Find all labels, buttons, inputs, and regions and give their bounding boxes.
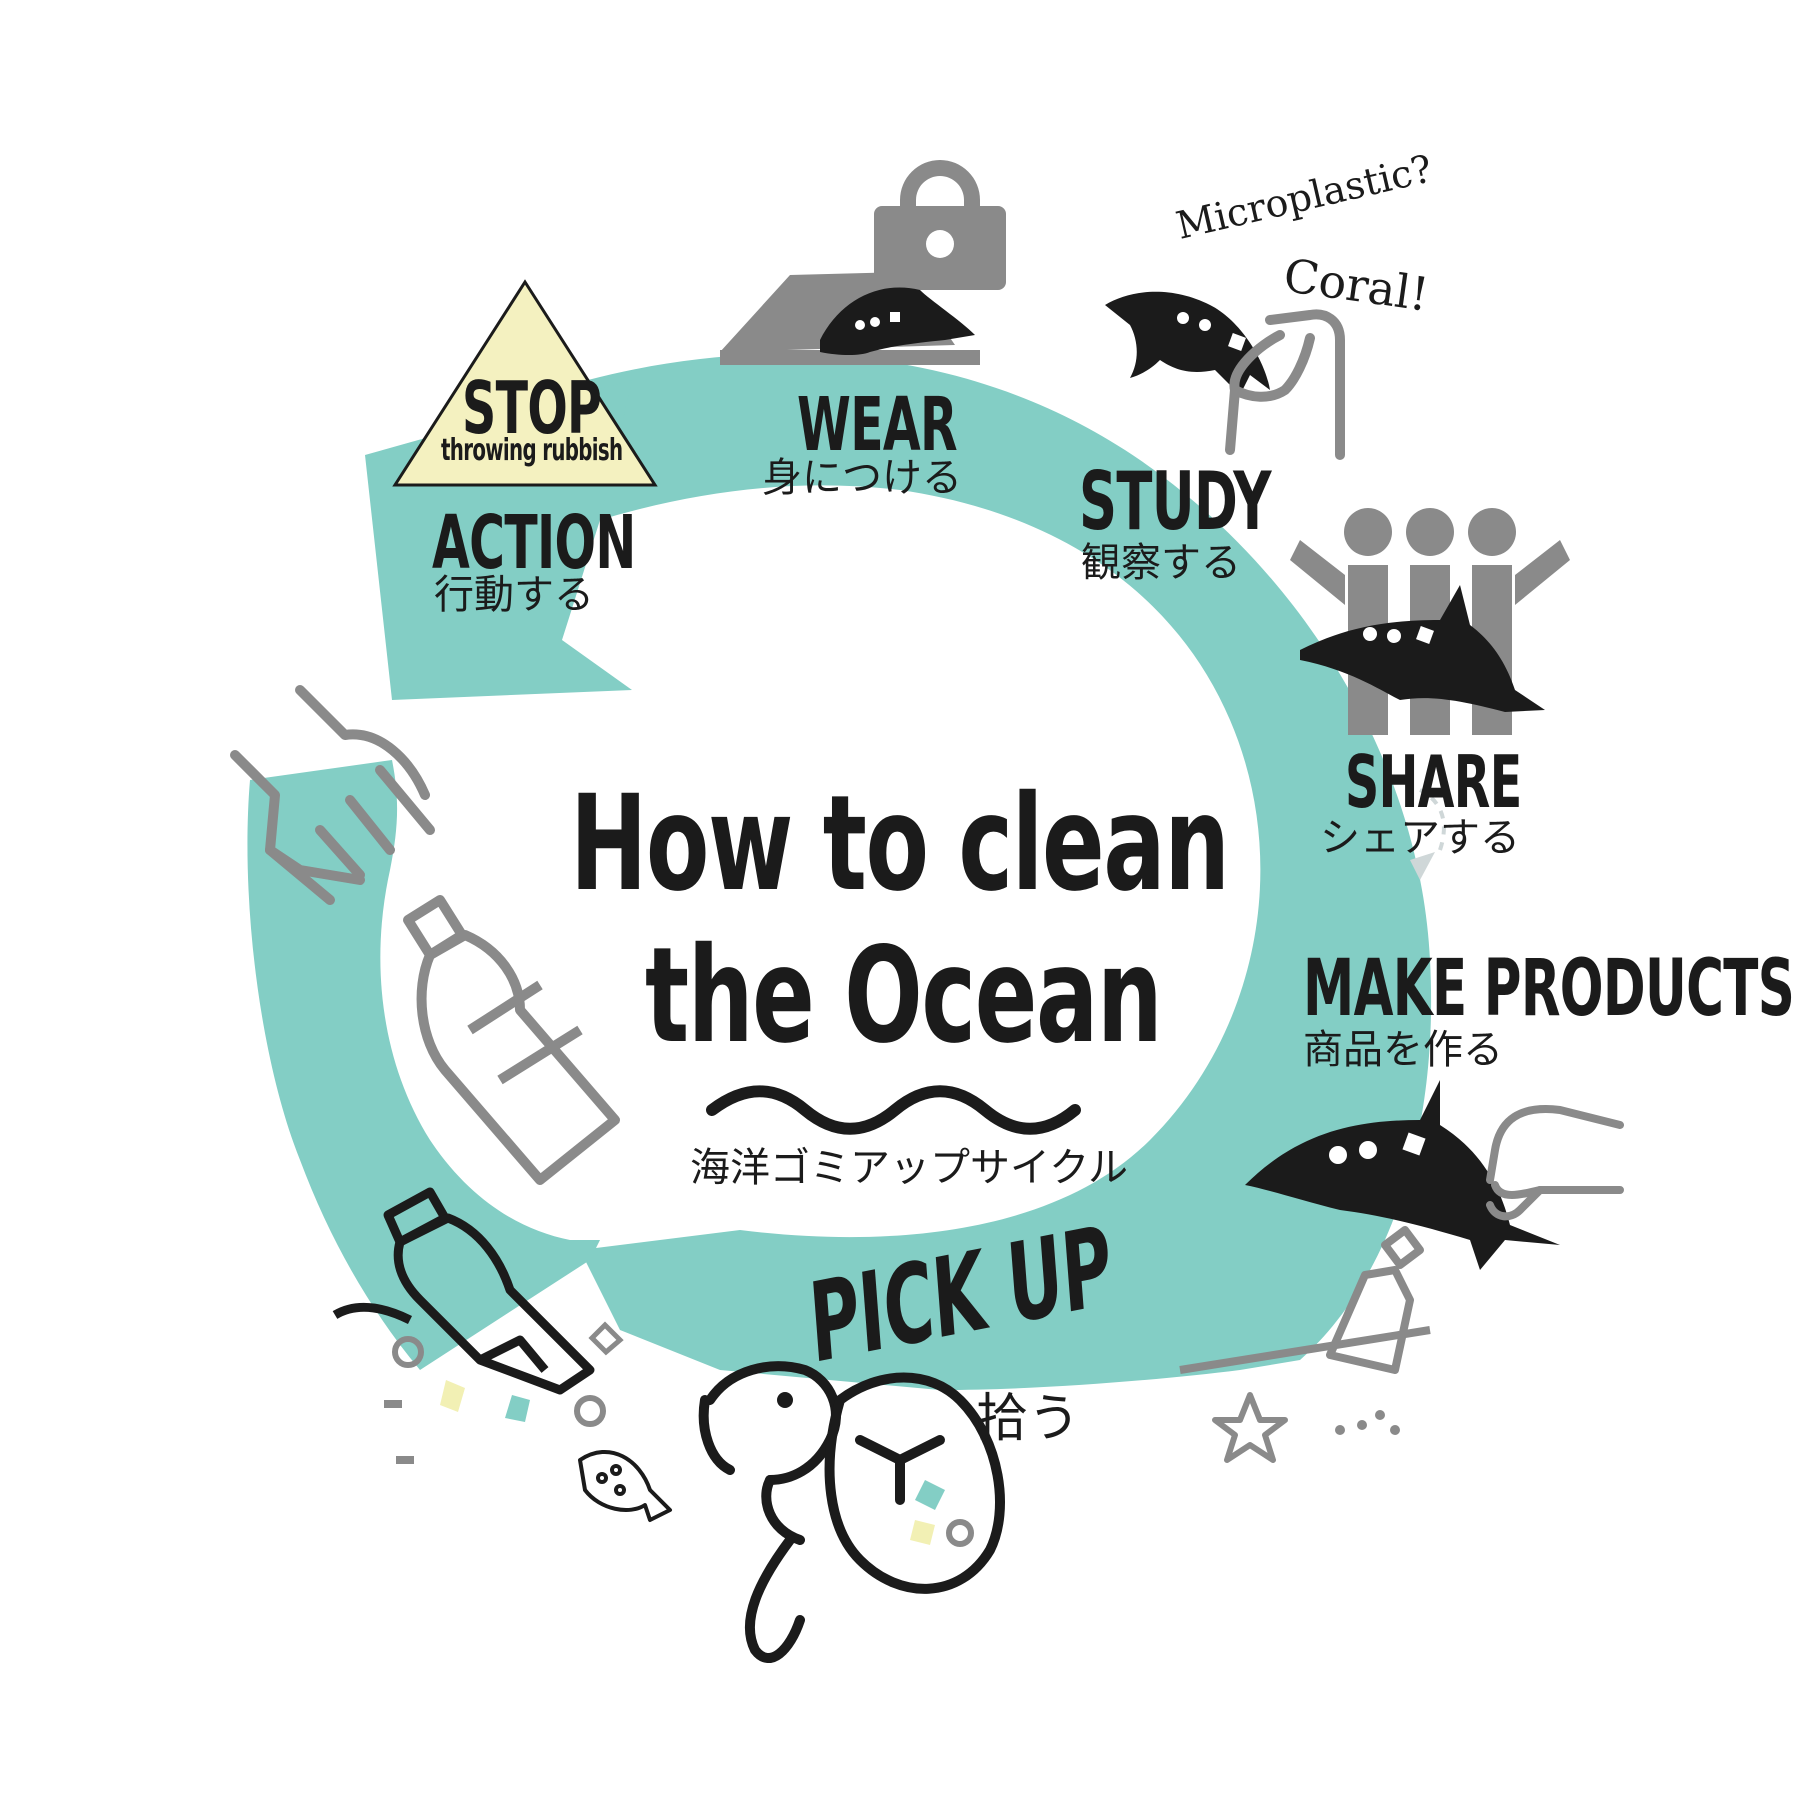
pick-up-label-jp: 拾う (976, 1389, 1081, 1449)
dolphin-icon (1245, 1080, 1560, 1270)
ring-lower-left (247, 760, 600, 1370)
debris (915, 1480, 945, 1510)
debris (910, 1520, 935, 1545)
wave-icon (706, 1085, 1081, 1135)
bottle-icon (1179, 1226, 1431, 1374)
action-label: ACTION (432, 500, 636, 586)
page-title-line1: How to clean (570, 767, 1230, 921)
dolphin-icon (1105, 291, 1270, 395)
stop-word: STOP (462, 366, 602, 450)
wear-label-jp: 身につける (762, 455, 962, 501)
make-products-label: MAKE PRODUCTS (1303, 944, 1795, 1034)
share-label-jp: シェアする (1320, 815, 1520, 861)
study-label: STUDY (1079, 455, 1272, 548)
stop-sign (392, 279, 658, 487)
debris (384, 1321, 624, 1464)
ring-band (580, 354, 1432, 1390)
paper-plane-icon (1410, 788, 1446, 880)
dolphin-icon (820, 287, 975, 355)
turtle-icon (698, 1361, 1005, 1663)
dolphin-icon (1300, 585, 1545, 712)
bottle-icon (403, 895, 620, 1185)
study-label-jp: 観察する (1081, 540, 1241, 586)
debris (946, 1519, 974, 1547)
share-label: SHARE (1345, 740, 1522, 824)
hand-icon (1486, 1105, 1624, 1221)
star-icon (1212, 1392, 1400, 1463)
page-subtitle: 海洋ゴミアップサイクル (690, 1145, 1128, 1191)
bottle-icon (332, 1187, 595, 1395)
stop-sub: throwing rubbish (441, 433, 623, 468)
action-label-jp: 行動する (434, 572, 594, 618)
bag-icon (874, 160, 1006, 290)
wear-label: WEAR (797, 382, 958, 468)
fish-icon (578, 1449, 672, 1522)
page-title-line2: the Ocean (645, 919, 1163, 1073)
hand-icon (1225, 309, 1345, 460)
turtle-eye (777, 1392, 793, 1408)
make-products-label-jp: 商品を作る (1303, 1027, 1503, 1073)
hand-icon (230, 685, 435, 905)
